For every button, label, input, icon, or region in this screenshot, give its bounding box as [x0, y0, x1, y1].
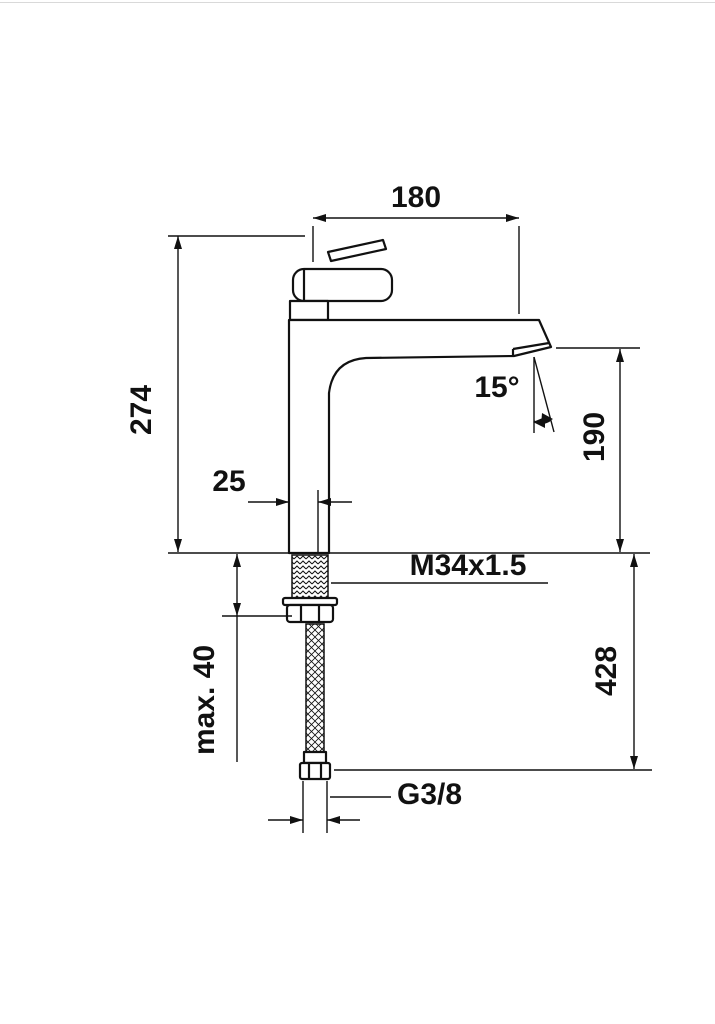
dim-spout-reach: 180	[312, 181, 520, 314]
dim-body-thread: M34x1.5	[331, 549, 548, 584]
body-and-spout	[287, 318, 553, 555]
faucet-outline	[281, 238, 553, 781]
aerator-face	[512, 341, 550, 351]
dim-spray-angle: 15°	[474, 356, 555, 433]
dim-supply-thread-label: G3/8	[397, 778, 462, 811]
dim-body-thread-label: M34x1.5	[410, 549, 527, 582]
dim-spout-reach-label: 180	[391, 181, 441, 214]
dim-body-offset-label: 25	[212, 465, 245, 498]
dim-overall-depth: 428	[334, 554, 652, 771]
dim-outlet-height-label: 190	[578, 412, 611, 462]
hose-fitting-hex-nut	[298, 761, 332, 781]
threaded-shank	[291, 554, 329, 599]
dim-body-offset: 25	[212, 465, 352, 552]
cartridge-neck	[288, 299, 330, 322]
dim-height-above-deck-label: 274	[125, 385, 158, 435]
lever-handle	[326, 238, 388, 263]
dim-overall-depth-label: 428	[590, 646, 623, 696]
dim-supply-thread: G3/8	[268, 778, 462, 833]
dim-max-deck-thickness-label: max. 40	[188, 645, 221, 755]
supply-hose	[305, 623, 325, 753]
dim-outlet-height: 190	[556, 347, 640, 552]
hose-fitting-sleeve	[302, 750, 328, 765]
dim-max-deck-thickness: max. 40	[188, 554, 292, 762]
page-top-border	[0, 2, 715, 3]
dim-height-above-deck: 274	[125, 235, 305, 552]
mounting-nut	[285, 603, 335, 624]
dim-spray-angle-label: 15°	[474, 371, 519, 404]
mixer-handle-body	[291, 267, 394, 303]
